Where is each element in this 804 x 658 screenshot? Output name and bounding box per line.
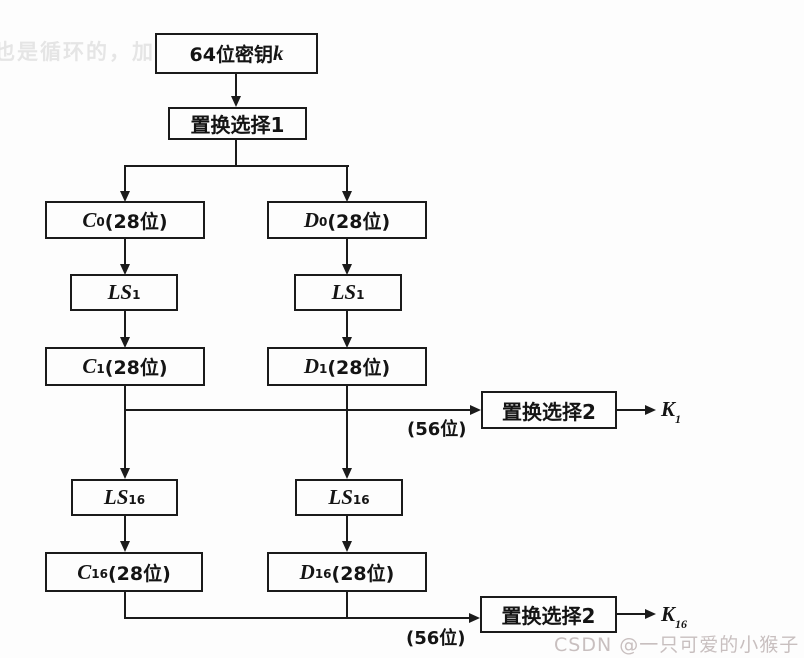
arrowhead-split-c0 [120, 191, 130, 202]
node-ls1-right-var: LS [331, 280, 357, 304]
node-d1-suffix: (28位) [327, 357, 391, 379]
edge-d16-drop [346, 592, 348, 619]
node-key64-label: 64位密钥 [189, 44, 273, 66]
edge-split-horizontal [124, 165, 349, 167]
edge-pc1-split [235, 140, 237, 167]
node-d16-suffix: (28位) [331, 562, 395, 585]
node-c0-suffix: (28位) [104, 210, 168, 233]
edge-ls16-d16 [346, 516, 348, 542]
node-d0-suffix: (28位) [327, 210, 391, 233]
edge-ls16-c16 [124, 516, 126, 542]
label-k1: K1 [661, 397, 681, 425]
node-pc2-lower-label: 置换选择2 [501, 604, 596, 628]
node-c1-suffix: (28位) [104, 357, 168, 379]
edge-pc2-k16 [617, 613, 647, 615]
arrowhead-d0-ls1 [342, 264, 352, 275]
edge-pc2-k1 [617, 409, 647, 411]
label-k16-sub: 16 [675, 617, 688, 632]
edge-c1-ls16 [124, 386, 126, 470]
edge-split-d0 [346, 165, 348, 193]
node-ls16-left-var: LS [103, 485, 129, 509]
node-c16-suffix: (28位) [107, 562, 171, 585]
label-k16: K16 [661, 602, 687, 630]
label-k16-var: K [661, 602, 676, 626]
edge-c16-drop [124, 592, 126, 619]
node-d1-var: D [303, 354, 319, 378]
node-pc1: 置换选择1 [168, 107, 307, 140]
edge-round16-pc2 [124, 617, 470, 619]
arrowhead-key64-pc1 [231, 96, 241, 107]
arrowhead-ls16-d16 [342, 541, 352, 552]
node-pc2-lower: 置换选择2 [480, 596, 617, 633]
label-56bits-lower: (56位) [406, 628, 466, 649]
label-k1-var: K [661, 397, 676, 421]
arrowhead-c0-ls1 [120, 264, 130, 275]
edge-key64-pc1 [235, 74, 237, 100]
edge-d1-ls16 [346, 386, 348, 470]
arrowhead-ls1-c1 [120, 337, 130, 348]
csdn-watermark: CSDN @一只可爱的小猴子 [554, 634, 800, 656]
label-k1-sub: 1 [675, 412, 682, 427]
arrowhead-c1-ls16 [120, 468, 130, 479]
edge-ls1-c1 [124, 311, 126, 339]
node-pc1-label: 置换选择1 [190, 113, 285, 137]
arrowhead-pc2-k16 [645, 609, 656, 619]
node-pc2-upper-label: 置换选择2 [502, 399, 596, 424]
node-ls1-left-var: LS [107, 280, 133, 304]
node-c1-var: C [82, 354, 97, 378]
node-c16-var: C [77, 559, 92, 584]
ghost-bleedthrough-text: 也是循环的，加 [0, 40, 155, 64]
edge-split-c0 [124, 165, 126, 193]
edge-ls1-d1 [346, 311, 348, 339]
arrowhead-ls1-d1 [342, 337, 352, 348]
arrowhead-split-d0 [342, 191, 352, 202]
arrowhead-round16-pc2 [469, 613, 480, 623]
node-ls16-right-var: LS [328, 485, 353, 509]
edge-round1-pc2 [124, 409, 470, 411]
node-d0-var: D [303, 207, 319, 232]
arrowhead-d1-ls16 [342, 468, 352, 479]
arrowhead-ls16-c16 [120, 541, 130, 552]
label-56bits-upper: (56位) [407, 419, 467, 440]
node-c0-var: C [82, 207, 97, 232]
node-pc2-upper: 置换选择2 [481, 391, 617, 429]
edge-d0-ls1 [346, 239, 348, 266]
edge-c0-ls1 [124, 239, 126, 266]
node-key64-var: k [272, 41, 284, 65]
arrowhead-round1-pc2 [470, 405, 481, 415]
arrowhead-pc2-k1 [645, 405, 656, 415]
node-d16-var: D [299, 559, 315, 584]
